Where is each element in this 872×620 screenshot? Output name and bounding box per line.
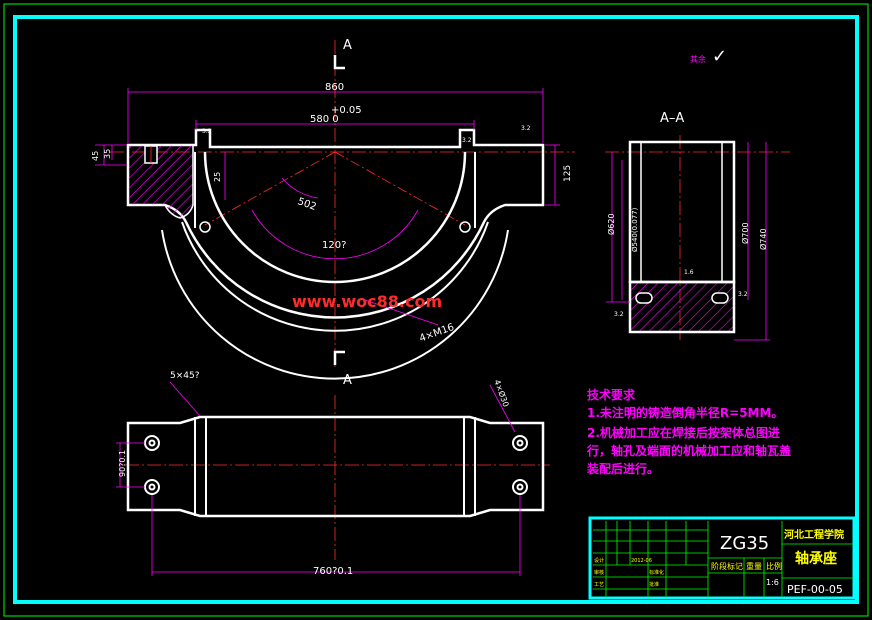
row-std: 标准化 — [649, 569, 664, 576]
dim-hole-note: 4×Ø30 — [492, 378, 511, 408]
roughness-label: 其余 — [690, 54, 706, 64]
date: 2012-06 — [631, 558, 652, 564]
dim-h25: 25 — [213, 172, 222, 182]
dim-d620: Ø620 — [606, 213, 616, 235]
dim-holes: 4×M16 — [418, 322, 456, 345]
section-view — [605, 135, 790, 341]
rough-s3: 3.2 — [614, 311, 624, 318]
row-check: 审核 — [594, 569, 604, 576]
watermark: www.woc88.com — [292, 292, 442, 311]
section-view-label: A–A — [660, 111, 684, 126]
rough-2: 3.2 — [462, 137, 472, 144]
rough-s1: 1.6 — [684, 269, 694, 276]
dim-overall-width: 860 — [325, 82, 344, 93]
dim-pitch-v: 90?0.1 — [118, 450, 127, 477]
section-hatch-left — [127, 144, 194, 219]
weight-label: 重量 — [746, 561, 762, 571]
tech-req-title: 技术要求 — [587, 387, 636, 402]
roughness-check-icon: ✓ — [712, 46, 727, 67]
dim-chamfer: 5×45? — [170, 371, 200, 381]
dim-h125: 125 — [563, 165, 573, 182]
dim-radius: 502 — [296, 196, 318, 213]
rough-3: 3.2 — [521, 125, 531, 132]
section-hatch — [628, 280, 736, 334]
front-view — [95, 40, 575, 380]
plan-view — [116, 381, 550, 576]
base-outline — [126, 128, 545, 319]
drawing-border — [13, 15, 859, 604]
scale-value: 1:6 — [766, 578, 779, 587]
tech-req-line3: 行，轴孔及端面的机械加工应和轴瓦盖 — [586, 443, 791, 458]
row-process: 工艺 — [594, 582, 604, 588]
plan-outline — [126, 415, 545, 518]
dim-inner-width: 580 0 — [310, 114, 339, 125]
dim-d540: Ø540(0.077) — [631, 207, 639, 252]
stage-label: 阶段标记 — [711, 561, 743, 571]
part-name: 轴承座 — [795, 550, 837, 567]
tech-req-line2: 2.机械加工应在焊接后按架体总图进 — [587, 425, 780, 440]
hole-right — [459, 221, 471, 233]
rough-s2: 3.2 — [738, 291, 748, 298]
material: ZG35 — [720, 533, 769, 554]
tech-req-line1: 1.未注明的铸造倒角半径R=5MM。 — [587, 405, 783, 420]
tech-req-line4: 装配后进行。 — [586, 461, 659, 476]
rough-1: 3.2 — [202, 128, 212, 135]
dim-d740: Ø740 — [758, 228, 768, 250]
dim-top-tolerance: +0.05 — [331, 105, 362, 116]
title-block — [588, 516, 856, 600]
row-approve: 批准 — [649, 581, 659, 588]
outer-frame — [3, 3, 869, 617]
drawing-number: PEF-00-05 — [787, 583, 843, 596]
dim-h45: 45 — [91, 151, 100, 161]
bore-arc — [203, 151, 467, 284]
hole-left — [199, 221, 211, 233]
dim-h35: 35 — [103, 149, 112, 159]
dim-pitch-h: 760?0.1 — [313, 566, 353, 577]
school-name: 河北工程学院 — [784, 528, 844, 541]
section-label-top: A — [343, 38, 352, 53]
dim-d700: Ø700 — [740, 222, 750, 244]
row-design: 设计 — [594, 557, 604, 564]
section-label-bottom: A — [343, 373, 352, 388]
scale-label: 比例 — [766, 561, 782, 571]
dim-angle: 120? — [322, 240, 346, 251]
